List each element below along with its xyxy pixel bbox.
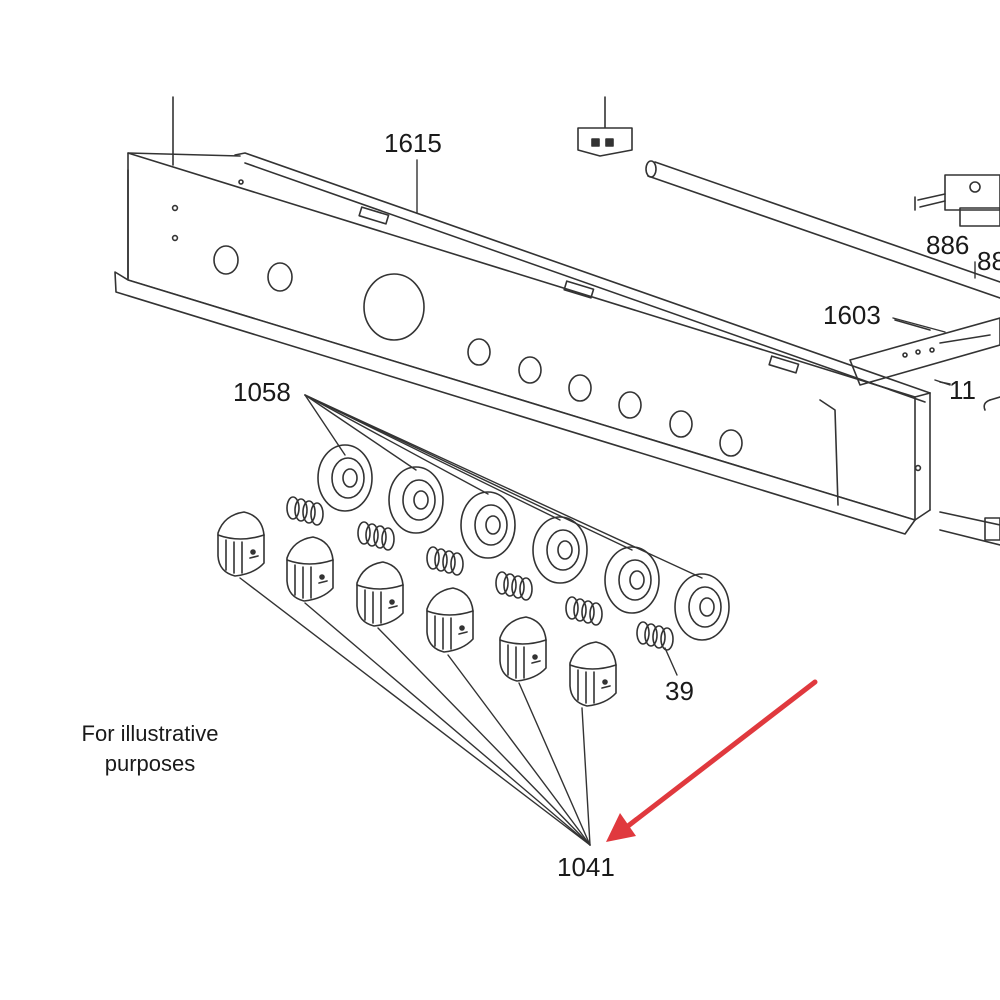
leader-lines <box>239 159 976 846</box>
spring <box>286 496 324 526</box>
callout-1058: 1058 <box>233 377 291 407</box>
mounting-bracket <box>577 96 633 157</box>
callout-1615: 1615 <box>384 128 442 158</box>
control-panel <box>114 96 931 535</box>
knob-group <box>217 511 617 707</box>
illustrative-note-line2: purposes <box>104 751 196 776</box>
callout-886: 886 <box>926 230 970 260</box>
gas-valve <box>914 174 1000 227</box>
illustrative-note: For illustrative purposes <box>60 719 240 779</box>
spring <box>426 546 464 576</box>
callout-88: 88 <box>977 246 1000 276</box>
callout-11: 11 <box>949 375 976 405</box>
spring-group <box>286 496 674 651</box>
bezel <box>604 546 660 614</box>
spring <box>495 571 533 601</box>
callout-39: 39 <box>665 676 694 706</box>
knob <box>356 561 404 627</box>
side-tube <box>939 396 1000 546</box>
spring <box>565 596 603 626</box>
knob <box>286 536 334 602</box>
highlight-arrow <box>606 679 818 842</box>
knob <box>569 641 617 707</box>
illustrative-note-line1: For illustrative <box>81 721 219 746</box>
knob <box>426 587 474 653</box>
knob <box>499 616 547 682</box>
bezel <box>317 444 373 512</box>
knob <box>217 511 265 577</box>
callout-1041: 1041 <box>557 852 615 882</box>
callout-1603: 1603 <box>823 300 881 330</box>
bezel <box>388 466 444 534</box>
manifold-rod <box>645 160 1000 299</box>
bezel <box>532 516 588 584</box>
spring <box>636 621 674 651</box>
bezel-group <box>317 444 730 641</box>
spring <box>357 521 395 551</box>
bezel <box>674 573 730 641</box>
bezel <box>460 491 516 559</box>
